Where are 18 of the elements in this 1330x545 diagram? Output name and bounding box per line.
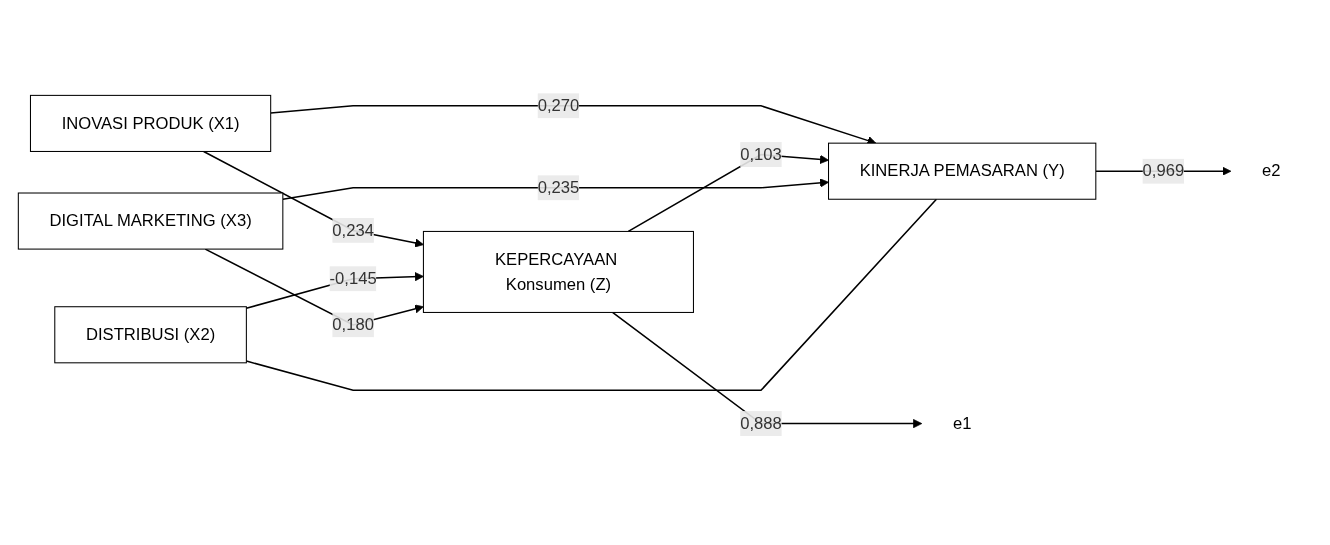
- node-box: DISTRIBUSI (X2): [54, 306, 247, 364]
- node-box: KEPERCAYAAN Konsumen (Z): [422, 230, 694, 313]
- edge-label: 0,969: [1142, 161, 1185, 180]
- edge-label: 0,180: [332, 315, 374, 334]
- edge-label: 0,270: [537, 96, 580, 115]
- node-box: KINERJA PEMASARAN (Y): [828, 142, 1097, 200]
- edge-label: 0,235: [537, 178, 580, 197]
- node-box: DIGITAL MARKETING (X3): [17, 192, 284, 250]
- node-box: INOVASI PRODUK (X1): [29, 94, 272, 152]
- node-text: e1: [952, 414, 972, 432]
- arrow: [611, 311, 923, 429]
- edge-label: 0,103: [740, 145, 782, 163]
- node-text: e2: [1262, 161, 1281, 180]
- arrow: [202, 150, 424, 248]
- arrow: [282, 178, 829, 201]
- edge-label: 0,234: [332, 221, 374, 239]
- edge-label: 0,888: [740, 414, 782, 432]
- edge-label: -0,145: [329, 269, 377, 288]
